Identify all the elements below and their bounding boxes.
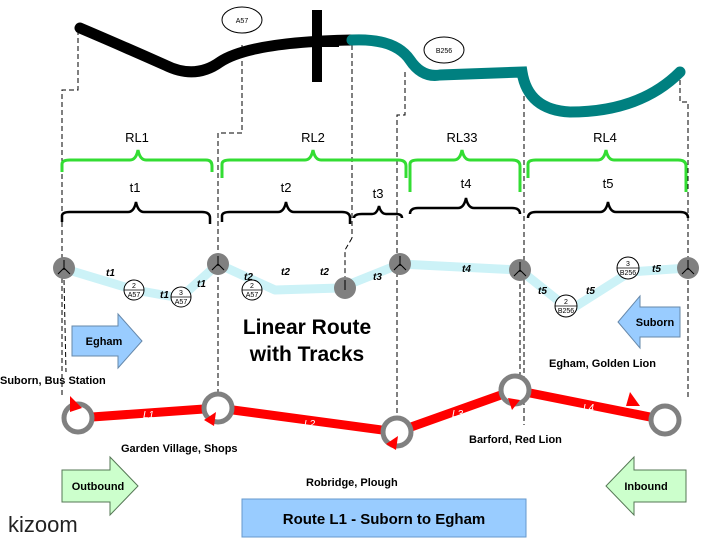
route-links bbox=[77, 385, 666, 437]
road-label-a57: A57 bbox=[221, 6, 263, 34]
stop-suborn-bus-station: Suborn, Bus Station bbox=[0, 375, 106, 387]
t4-label: t4 bbox=[461, 176, 472, 191]
t4-brace bbox=[408, 197, 522, 215]
stop-egham-golden-lion: Egham, Golden Lion bbox=[549, 358, 656, 370]
track-node bbox=[389, 253, 411, 275]
link-label-l1: L1 bbox=[143, 410, 154, 421]
stop-marker bbox=[61, 396, 95, 435]
rl4-brace bbox=[526, 149, 688, 192]
track-node bbox=[53, 257, 75, 279]
svg-text:A57: A57 bbox=[175, 299, 188, 306]
rl33-brace bbox=[408, 149, 522, 192]
track-markers: t1 t1 t1 t2 t2 t2 t3 t4 t5 t5 t5 bbox=[106, 264, 661, 301]
svg-text:A57: A57 bbox=[128, 292, 141, 299]
t1-brace bbox=[60, 201, 212, 224]
link-label-l3: L3 bbox=[452, 409, 464, 420]
t2-label: t2 bbox=[281, 180, 292, 195]
svg-text:t5: t5 bbox=[538, 286, 547, 297]
link-label-l4: L4 bbox=[583, 403, 595, 414]
arrow-egham: Egham bbox=[71, 312, 143, 370]
road-label-b256: B256 bbox=[423, 36, 465, 64]
diagram-title-line-2: with Tracks bbox=[249, 343, 364, 366]
arrow-suborn: Suborn bbox=[617, 294, 681, 350]
arrow-outbound: Outbound bbox=[61, 455, 139, 517]
svg-text:t2: t2 bbox=[320, 267, 329, 278]
svg-text:Suborn: Suborn bbox=[636, 317, 675, 329]
svg-text:t4: t4 bbox=[462, 264, 471, 275]
svg-text:2: 2 bbox=[564, 299, 568, 306]
svg-text:t1: t1 bbox=[197, 279, 206, 290]
stop-marker bbox=[498, 373, 532, 410]
rl4-label: RL4 bbox=[593, 130, 617, 145]
svg-text:t5: t5 bbox=[586, 286, 595, 297]
t5-label: t5 bbox=[603, 176, 614, 191]
junction-marker: 3 B256 bbox=[616, 256, 640, 280]
diagram-title-line-1: Linear Route bbox=[243, 316, 371, 339]
t2-brace bbox=[220, 201, 352, 224]
rl33-label: RL33 bbox=[446, 130, 477, 145]
stop-rings bbox=[61, 373, 682, 450]
svg-text:A57: A57 bbox=[236, 18, 249, 25]
svg-text:Inbound: Inbound bbox=[624, 481, 667, 493]
track-node bbox=[334, 277, 356, 299]
rl2-brace bbox=[220, 149, 408, 178]
kizoom-logo: kizoom bbox=[8, 512, 78, 537]
stop-garden-village-shops: Garden Village, Shops bbox=[121, 443, 238, 455]
t1-label: t1 bbox=[130, 180, 141, 195]
svg-text:t5: t5 bbox=[652, 264, 661, 275]
junction-marker: 3 A57 bbox=[170, 286, 192, 308]
arrow-inbound: Inbound bbox=[605, 455, 687, 517]
junction-marker: 2 A57 bbox=[241, 279, 263, 301]
rl2-label: RL2 bbox=[301, 130, 325, 145]
svg-text:t1: t1 bbox=[106, 268, 115, 279]
svg-text:B256: B256 bbox=[558, 308, 574, 315]
svg-text:2: 2 bbox=[250, 283, 254, 290]
rl1-label: RL1 bbox=[125, 130, 149, 145]
link-label-l2: L2 bbox=[304, 419, 316, 430]
t3-label: t3 bbox=[373, 186, 384, 201]
junction-marker: 2 B256 bbox=[554, 294, 578, 318]
svg-text:2: 2 bbox=[132, 283, 136, 290]
svg-text:B256: B256 bbox=[436, 48, 452, 55]
svg-text:Egham: Egham bbox=[86, 336, 123, 348]
stop-marker bbox=[648, 403, 682, 437]
route-link-braces bbox=[60, 149, 688, 192]
route-caption: Route L1 - Suborn to Egham bbox=[283, 511, 486, 528]
svg-text:3: 3 bbox=[179, 290, 183, 297]
svg-text:3: 3 bbox=[626, 261, 630, 268]
route-caption-box: Route L1 - Suborn to Egham bbox=[241, 498, 527, 538]
track-nodes bbox=[53, 253, 699, 299]
road-b256 bbox=[346, 34, 686, 118]
rl1-brace bbox=[60, 149, 214, 172]
road-a57 bbox=[74, 10, 358, 82]
track-node bbox=[207, 253, 229, 275]
svg-text:t2: t2 bbox=[244, 272, 253, 283]
track-braces bbox=[60, 197, 690, 224]
stop-marker bbox=[201, 391, 235, 426]
svg-text:Outbound: Outbound bbox=[72, 481, 125, 493]
t5-brace bbox=[526, 201, 690, 219]
track-node bbox=[509, 259, 531, 281]
svg-text:t1: t1 bbox=[160, 290, 169, 301]
stop-robridge-plough: Robridge, Plough bbox=[306, 477, 398, 489]
svg-text:t2: t2 bbox=[281, 267, 290, 278]
svg-text:B256: B256 bbox=[620, 270, 636, 277]
junction-marker: 2 A57 bbox=[123, 279, 145, 301]
svg-text:A57: A57 bbox=[246, 292, 259, 299]
t3-brace bbox=[352, 205, 404, 219]
stop-marker bbox=[380, 415, 414, 450]
svg-text:t3: t3 bbox=[373, 272, 382, 283]
stop-barford-red-lion: Barford, Red Lion bbox=[469, 434, 562, 446]
track-node bbox=[677, 257, 699, 279]
